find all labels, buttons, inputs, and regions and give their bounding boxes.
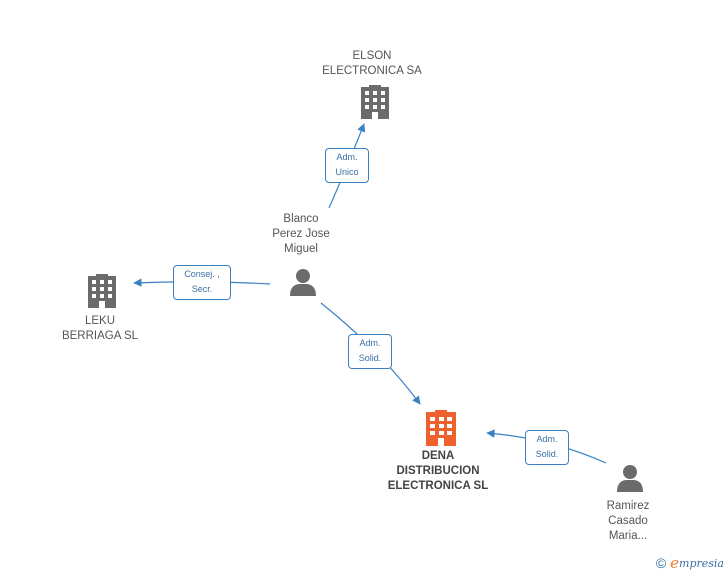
brand-logo-text: mpresia: [679, 556, 724, 570]
building-icon[interactable]: [361, 85, 389, 119]
edge-label-blanco-leku[interactable]: Consej. , Secr.: [173, 265, 231, 300]
edge-label-ramirez-dena[interactable]: Adm. Solid.: [525, 430, 569, 465]
node-label-elson[interactable]: ELSON ELECTRONICA SA: [322, 50, 422, 77]
building-icon[interactable]: [88, 274, 116, 308]
node-label-leku[interactable]: LEKU BERRIAGA SL: [61, 315, 139, 342]
node-label-ramirez[interactable]: Ramirez Casado Maria...: [606, 500, 650, 542]
person-icon[interactable]: [290, 269, 316, 296]
edge-label-blanco-elson[interactable]: Adm. Unico: [325, 148, 369, 183]
person-icon[interactable]: [617, 465, 643, 492]
copyright-symbol: ©: [655, 555, 667, 571]
building-icon-main[interactable]: [426, 410, 456, 446]
node-label-dena[interactable]: DENA DISTRIBUCION ELECTRONICA SL: [387, 450, 489, 492]
edge-label-blanco-dena[interactable]: Adm. Solid.: [348, 334, 392, 369]
brand-logo-initial: e: [670, 554, 680, 572]
node-label-blanco[interactable]: Blanco Perez Jose Miguel: [272, 213, 330, 255]
